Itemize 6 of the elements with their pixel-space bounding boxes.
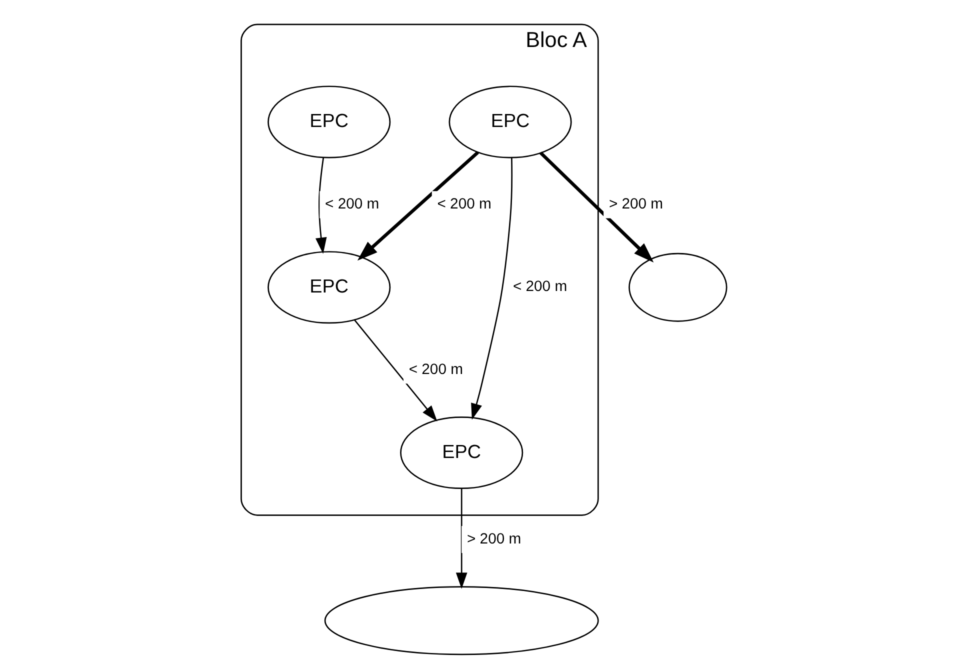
edge-label: < 200 m (436, 196, 491, 212)
edge-label: > 200 m (608, 196, 663, 212)
edge-label: < 200 m (512, 279, 567, 296)
edge-label: < 200 m (408, 362, 462, 378)
edge-label: < 200 m (324, 196, 379, 212)
edge-label: > 200 m (466, 531, 521, 548)
